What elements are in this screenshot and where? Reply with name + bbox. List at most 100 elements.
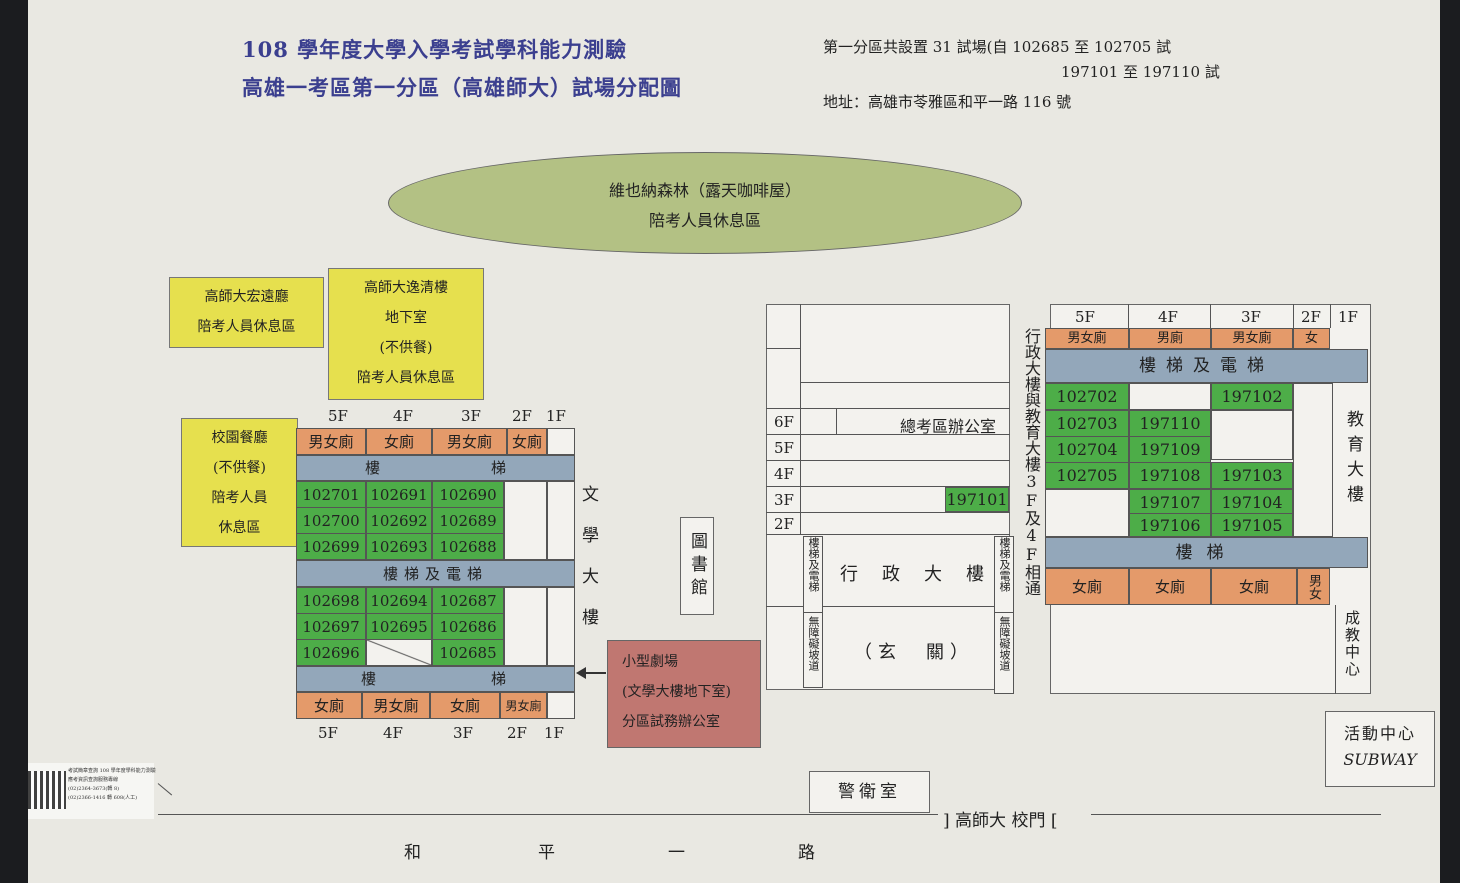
admin-line-i — [766, 534, 1010, 535]
lit-bottom-1f: 1F — [544, 724, 564, 742]
edu-2f: 2F — [1301, 308, 1321, 326]
exam-room-102695: 102695 — [366, 613, 432, 640]
edu-5f-empty — [1045, 489, 1129, 537]
admin-lobby: （玄 關） — [854, 642, 974, 663]
exam-room-102688: 102688 — [432, 533, 504, 560]
exam-room-197103: 197103 — [1211, 462, 1293, 489]
exam-room-197105: 197105 — [1211, 513, 1293, 537]
lit-stairs-bottom: 樓 梯 — [296, 666, 575, 692]
road-char-1: 和 — [404, 843, 421, 863]
edu-3f: 3F — [1241, 308, 1261, 326]
admin-line-g — [766, 486, 1010, 487]
lit-bottom-2f: 2F — [507, 724, 527, 742]
exam-room-102694: 102694 — [366, 587, 432, 614]
title-line2: 高雄一考區第一分區（高雄師大）試場分配圖 — [242, 75, 682, 100]
admin-line-f — [766, 460, 1010, 461]
exam-room-102687: 102687 — [432, 587, 504, 614]
admin-stairs-left-split — [803, 612, 823, 613]
exam-room-102685: 102685 — [432, 639, 504, 666]
exam-room-197110: 197110 — [1129, 410, 1211, 437]
lit-top-5f: 5F — [328, 407, 348, 425]
exam-room-102696: 102696 — [296, 639, 366, 666]
canteen-name: 校園餐廳 — [211, 430, 268, 446]
exam-room-102693: 102693 — [366, 533, 432, 560]
lit-toilet-bottom-1: 女廁 — [296, 692, 362, 719]
road-char-4: 路 — [798, 843, 815, 863]
lit-stairs-top-b: 梯 — [491, 459, 507, 477]
lit-top-3f: 3F — [461, 407, 481, 425]
admin-line-c — [766, 408, 1010, 409]
admin-stairs-right-label: 樓梯及電梯 — [998, 537, 1011, 592]
education-building-name: 教育大樓 — [1343, 410, 1363, 510]
yiqing-rest-area: 高師大逸清樓 地下室 (不供餐) 陪考人員休息區 — [328, 268, 484, 400]
admin-divider-v1 — [800, 304, 801, 534]
admin-building-name: 行政大樓 — [840, 564, 1008, 585]
exam-room-102702: 102702 — [1045, 383, 1129, 410]
road-edge-left — [158, 814, 938, 815]
edu-2f-empty — [1293, 383, 1333, 537]
edu-3f-empty — [1211, 410, 1293, 460]
edu-toilet-bottom-2: 女廁 — [1129, 568, 1211, 605]
guard-room: 警衛室 — [809, 771, 930, 813]
lit-toilet-top-2: 女廁 — [366, 428, 432, 455]
activity-center-name: 活動中心 — [1343, 724, 1416, 743]
exam-room-102697: 102697 — [296, 613, 366, 640]
exam-room-197102: 197102 — [1211, 383, 1293, 410]
exam-room-102704: 102704 — [1045, 436, 1129, 463]
exam-room-197108: 197108 — [1129, 462, 1211, 489]
exam-room-102689: 102689 — [432, 507, 504, 534]
library: 圖書館 — [680, 517, 714, 615]
admin-line-b — [800, 382, 1010, 383]
edu-4f: 4F — [1158, 308, 1178, 326]
qr-line1: 考試簡章查詢 108 學年度學科能力測驗 — [68, 768, 156, 774]
exam-room-102686: 102686 — [432, 613, 504, 640]
qr-line3: (02)2364-3673(轉 8) — [68, 786, 120, 792]
canteen-rest-area: 校園餐廳 (不供餐) 陪考人員 休息區 — [181, 418, 298, 547]
exam-map-paper: 108 學年度大學入學考試學科能力測驗 高雄一考區第一分區（高雄師大）試場分配圖… — [28, 0, 1440, 883]
title-line1: 108 學年度大學入學考試學科能力測驗 — [242, 37, 628, 62]
yiqing-name: 高師大逸清樓 — [364, 280, 448, 296]
lit-toilet-top-1: 男女廁 — [296, 428, 366, 455]
exam-room-102691: 102691 — [366, 481, 432, 508]
lit-lower-1f — [547, 587, 575, 666]
lit-toilet-bottom-3: 女廁 — [430, 692, 500, 719]
qr-note: 考試簡章查詢 108 學年度學科能力測驗 應考資訊查詢服務專線 (02)2364… — [28, 763, 156, 819]
edu-toilet-bottom-3: 女廁 — [1211, 568, 1297, 605]
edu-toilet-bottom-4: 男女 — [1297, 568, 1330, 605]
info-line2: 197101 至 197110 試 — [1061, 63, 1220, 81]
room-197101: 197101 — [945, 487, 1009, 512]
edu-hdr-div1 — [1128, 304, 1129, 328]
admin-ramp-left: 無障礙坡道 — [807, 616, 820, 671]
exam-room-102690: 102690 — [432, 481, 504, 508]
school-gate: ] 高師大 校門 [ — [943, 811, 1058, 831]
literature-building: 5F 4F 3F 2F 1F — [296, 405, 576, 720]
hongyuan-name: 高師大宏遠廳 — [204, 289, 289, 305]
lit-bottom-3f: 3F — [453, 724, 473, 742]
edu-hdr-div3 — [1293, 304, 1294, 328]
lit-stairs-elevator: 樓梯及電梯 — [296, 560, 575, 587]
admin-2f: 2F — [774, 515, 794, 533]
admin-edu-connector: 行政大樓與教育大樓3F及4F相通 — [1022, 328, 1041, 596]
admin-stairs-right-split — [994, 612, 1014, 613]
arrow-left-icon — [576, 667, 586, 679]
admin-exam-office: 總考區辦公室 — [900, 417, 997, 436]
edu-4f-empty — [1129, 383, 1211, 410]
qr-code-icon — [28, 771, 66, 809]
exam-room-102703: 102703 — [1045, 410, 1129, 437]
literature-building-name: 文學大樓 — [578, 485, 598, 649]
yiqing-no-meal: (不供餐) — [379, 340, 433, 356]
exam-room-197107: 197107 — [1129, 489, 1211, 516]
exam-room-102699: 102699 — [296, 533, 366, 560]
lit-top-4f: 4F — [393, 407, 413, 425]
subway-label: SUBWAY — [1343, 750, 1417, 769]
lit-stairs-top: 樓 梯 — [296, 455, 575, 481]
exam-room-102698: 102698 — [296, 587, 366, 614]
lit-toilet-bottom-2: 男女廁 — [362, 692, 430, 719]
lit-stairs-bottom-a: 樓 — [361, 670, 377, 688]
vienna-rest-area: 維也納森林（露天咖啡屋） 陪考人員休息區 — [388, 152, 1022, 254]
edu-toilet-top-1: 男女廁 — [1045, 328, 1129, 349]
edu-cheng-divider — [1335, 605, 1336, 694]
canteen-purpose1: 陪考人員 — [211, 490, 268, 506]
exam-room-197109: 197109 — [1129, 436, 1211, 463]
road-char-3: 一 — [668, 843, 685, 863]
